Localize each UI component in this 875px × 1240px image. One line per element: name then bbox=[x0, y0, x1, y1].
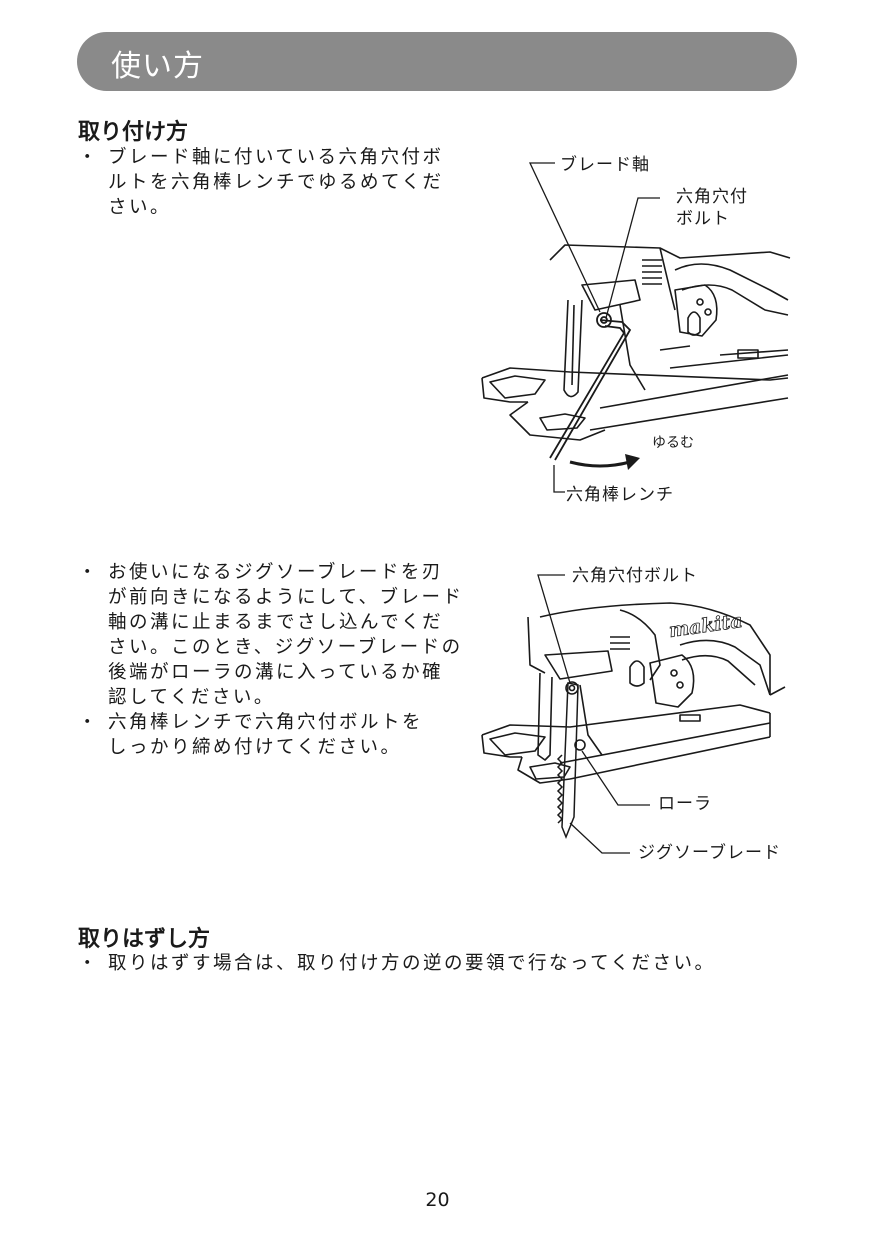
attach-step-2: ・ お使いになるジグソーブレードを刃 が前向きになるようにして、ブレード 軸の溝… bbox=[78, 560, 464, 710]
page-number: 20 bbox=[425, 1189, 450, 1211]
label-roller: ローラ bbox=[658, 794, 712, 814]
label-hex-wrench: 六角棒レンチ bbox=[566, 485, 674, 505]
step3-line-1: 六角棒レンチで六角穴付ボルトを bbox=[108, 712, 424, 733]
step1-line-3: さい。 bbox=[108, 197, 172, 218]
bullet-mark: ・ bbox=[78, 562, 100, 583]
step2-line-3: 軸の溝に止まるまでさし込んでくだ bbox=[108, 612, 444, 633]
makita-logo: makita bbox=[668, 610, 744, 642]
label-hex-bolt-1: 六角穴付 bbox=[676, 187, 748, 207]
label-hex-bolt-2: ボルト bbox=[676, 209, 730, 229]
figure-loosen-bolt: ブレード軸 六角穴付 ボルト ゆるむ 六角棒レンチ bbox=[481, 154, 791, 505]
step1-line-2: ルトを六角棒レンチでゆるめてくだ bbox=[108, 172, 444, 193]
label-jigsaw-blade: ジグソーブレード bbox=[638, 842, 781, 863]
step2-line-6: 認してください。 bbox=[108, 687, 275, 708]
attach-step-3: ・ 六角棒レンチで六角穴付ボルトを しっかり締め付けてください。 bbox=[78, 710, 423, 760]
label-loosen: ゆるむ bbox=[652, 435, 694, 451]
bullet-mark: ・ bbox=[78, 147, 100, 168]
remove-heading: 取りはずし方 bbox=[78, 927, 211, 952]
step2-line-5: 後端がローラの溝に入っているか確 bbox=[108, 662, 444, 683]
bullet-mark: ・ bbox=[78, 953, 100, 974]
bullet-mark: ・ bbox=[78, 712, 100, 733]
step2-line-4: さい。このとき、ジグソーブレードの bbox=[108, 637, 463, 658]
attach-step-1: ・ ブレード軸に付いている六角穴付ボ ルトを六角棒レンチでゆるめてくだ さい。 bbox=[78, 145, 443, 220]
label-hex-bolt: 六角穴付ボルト bbox=[572, 566, 698, 586]
label-blade-shaft: ブレード軸 bbox=[560, 154, 650, 175]
section-title: 使い方 bbox=[111, 49, 204, 84]
step2-line-1: お使いになるジグソーブレードを刃 bbox=[108, 562, 443, 583]
section-title-bar: 使い方 bbox=[77, 32, 797, 91]
remove-step-1: ・ 取りはずす場合は、取り付け方の逆の要領で行なってください。 bbox=[78, 951, 716, 976]
step1-line-1: ブレード軸に付いている六角穴付ボ bbox=[108, 147, 444, 168]
step2-line-2: が前向きになるようにして、ブレード bbox=[108, 587, 464, 608]
attach-heading: 取り付け方 bbox=[78, 120, 189, 145]
remove-step1-text: 取りはずす場合は、取り付け方の逆の要領で行なってください。 bbox=[108, 953, 716, 974]
figure-insert-blade: makita 六角穴付ボルト ローラ ジグソーブレード bbox=[481, 566, 786, 863]
step3-line-2: しっかり締め付けてください。 bbox=[108, 737, 402, 758]
